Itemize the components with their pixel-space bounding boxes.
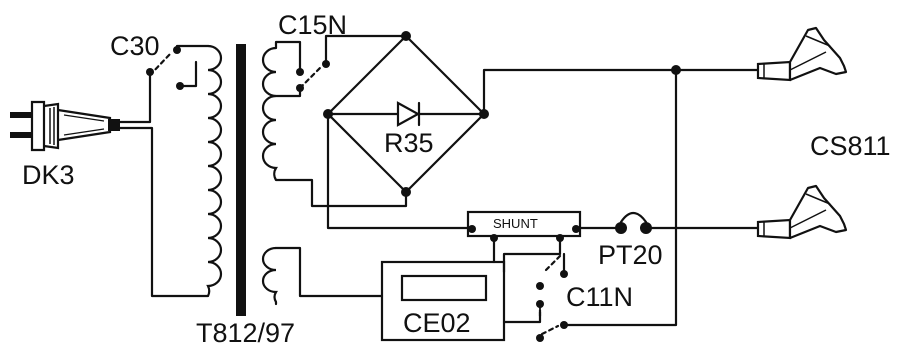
- mains-plug-icon: [10, 100, 120, 152]
- plug-lead-top: [118, 73, 152, 124]
- shunt-label: SHUNT: [493, 216, 538, 231]
- clamps-label: CS811: [810, 131, 891, 161]
- transformer-label: T812/97: [196, 318, 295, 348]
- aux-to-meter: [274, 246, 384, 298]
- rectifier-label: R35: [384, 128, 434, 158]
- secondary-lead-bottom: [274, 178, 408, 208]
- bridge-rectifier: [323, 31, 489, 197]
- fuse-label: PT20: [598, 240, 663, 270]
- switch-meter: [502, 252, 568, 342]
- positive-return: [562, 68, 678, 327]
- meter-display: [400, 274, 488, 302]
- plug-lead-bottom: [118, 126, 210, 298]
- switch-primary-label: C30: [110, 31, 160, 61]
- diode-icon: [396, 101, 421, 127]
- fuse: [615, 211, 652, 234]
- meter: [380, 260, 506, 342]
- switch-secondary: [274, 34, 408, 98]
- transformer: [206, 44, 278, 316]
- meter-to-shunt-b: [502, 236, 562, 274]
- clamp-top-icon: [756, 26, 848, 82]
- primary-winding: [206, 44, 223, 297]
- secondary-winding: [261, 46, 278, 181]
- clamp-bottom-icon: [756, 184, 848, 240]
- positive-rail: [482, 68, 760, 116]
- negative-lead: [326, 112, 470, 230]
- switch-meter-label: C11N: [566, 282, 633, 312]
- switch-primary: [146, 44, 210, 90]
- auxiliary-winding: [261, 246, 278, 303]
- shunt: [466, 210, 582, 242]
- transformer-core: [236, 44, 246, 316]
- meter-label: CE02: [403, 308, 471, 338]
- plug-label: DK3: [22, 160, 75, 190]
